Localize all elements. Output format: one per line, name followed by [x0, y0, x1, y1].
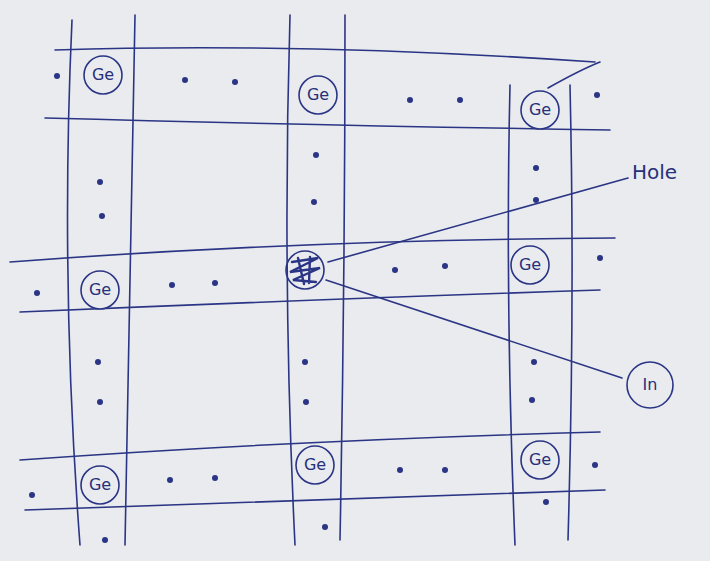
atom-circle: Ge — [295, 445, 335, 485]
atom-symbol: Ge — [89, 282, 111, 298]
atom-symbol: In — [643, 377, 658, 393]
bond-band — [68, 20, 81, 545]
leader-line — [328, 178, 628, 262]
bond-band — [508, 85, 515, 545]
atom-circle: Ge — [520, 90, 560, 130]
atom-symbol: Ge — [519, 257, 541, 273]
atom-circle: Ge — [510, 245, 550, 285]
bond-band — [125, 15, 135, 545]
atom-circle: Ge — [80, 465, 120, 505]
atom-symbol: Ge — [529, 452, 551, 468]
electron-dots — [29, 73, 603, 543]
atom-symbol: Ge — [89, 477, 111, 493]
bond-band — [340, 15, 345, 540]
atom-symbol: Ge — [529, 102, 551, 118]
leader-line — [326, 280, 622, 378]
atom-circle: In — [626, 361, 674, 409]
impurity-atom — [286, 251, 324, 289]
atom-circle: Ge — [80, 270, 120, 310]
atom-symbol: Ge — [92, 67, 114, 83]
atom-circle: Ge — [83, 55, 123, 95]
bond-band — [55, 48, 595, 62]
scribble — [290, 257, 320, 284]
atom-circle: Ge — [520, 440, 560, 480]
bond-band — [568, 85, 572, 540]
callout-label: Hole — [632, 160, 677, 184]
atom-circle: Ge — [298, 75, 338, 115]
atom-symbol: Ge — [307, 87, 329, 103]
leader-line — [548, 62, 600, 88]
atom-symbol: Ge — [304, 457, 326, 473]
